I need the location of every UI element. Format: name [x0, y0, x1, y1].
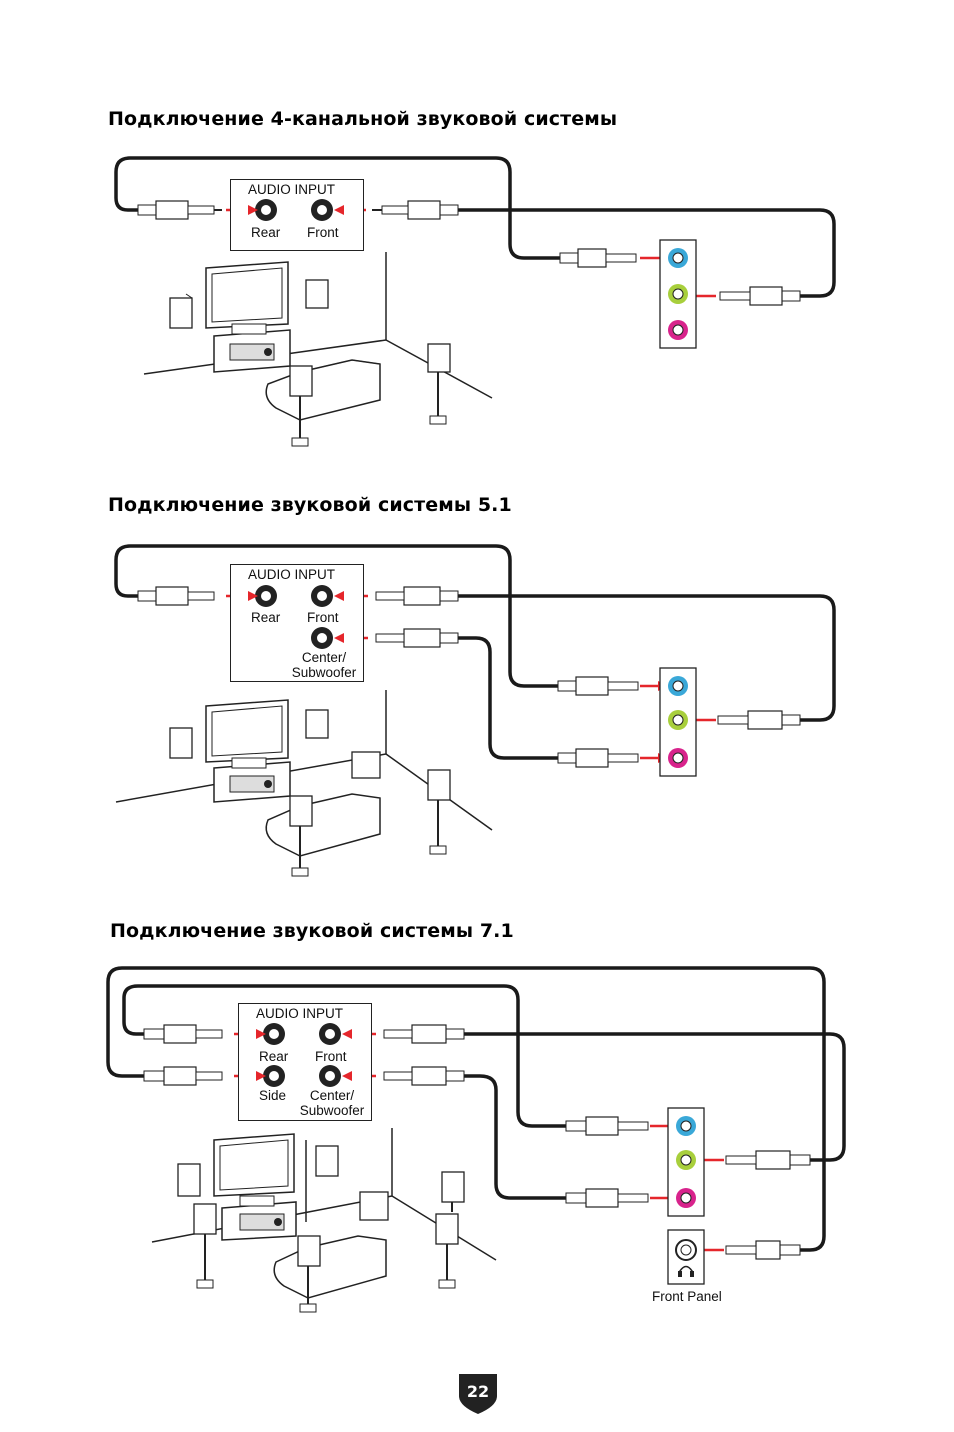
receiver-icon	[213, 323, 291, 373]
front-label: Front	[307, 610, 339, 625]
speaker-icon	[441, 1171, 465, 1212]
section-title-71: Подключение звуковой системы 7.1	[110, 920, 514, 942]
speaker-icon	[351, 751, 381, 779]
speaker-icon	[289, 795, 313, 877]
audio-input-label: AUDIO INPUT	[248, 182, 336, 197]
receiver-icon	[221, 1195, 297, 1241]
receiver-icon	[213, 757, 291, 803]
audio-input-label: AUDIO INPUT	[256, 1006, 344, 1021]
page-number: 22	[466, 1382, 490, 1401]
speaker-icon	[169, 727, 193, 759]
speaker-icon	[297, 1235, 321, 1313]
sofa-icon	[265, 359, 381, 421]
audio-input-label: AUDIO INPUT	[248, 567, 336, 582]
rear-label: Rear	[251, 610, 281, 625]
audio-input-box	[230, 564, 364, 682]
headphone-icon	[678, 1265, 694, 1277]
audio-plug	[137, 200, 222, 220]
rear-label: Rear	[259, 1049, 289, 1064]
page-number-badge	[459, 1374, 497, 1414]
audio-input-box	[238, 1003, 372, 1121]
center-subwoofer-label: Center/ Subwoofer	[291, 650, 357, 680]
front-panel-label: Front Panel	[652, 1289, 722, 1304]
tv-icon	[205, 699, 289, 763]
sofa-icon	[265, 793, 381, 857]
diagram-71: AUDIO INPUT Rear Front Side Center/ Subw…	[0, 960, 954, 1320]
speaker-icon	[427, 343, 451, 425]
speaker-icon	[177, 1163, 201, 1197]
side-label: Side	[259, 1088, 287, 1103]
center-subwoofer-label: Center/ Subwoofer	[299, 1088, 365, 1118]
section-title-51: Подключение звуковой системы 5.1	[108, 494, 512, 516]
sofa-icon	[273, 1235, 387, 1299]
speaker-icon	[193, 1203, 217, 1289]
rear-label: Rear	[251, 225, 281, 240]
speaker-icon	[359, 1191, 389, 1221]
diagram-51: AUDIO INPUT Rear Front Center/ Subwoofer	[0, 530, 954, 900]
tv-icon	[213, 1133, 295, 1197]
tv-icon	[205, 261, 289, 329]
speaker-icon	[305, 709, 329, 739]
front-label: Front	[307, 225, 339, 240]
section-title-4ch: Подключение 4-канальной звуковой системы	[108, 108, 618, 130]
speaker-icon	[169, 293, 193, 329]
diagram-4ch: AUDIO INPUT Rear Front	[0, 0, 954, 470]
speaker-icon	[289, 365, 313, 447]
speaker-icon	[315, 1145, 339, 1177]
front-label: Front	[315, 1049, 347, 1064]
speaker-icon	[435, 1213, 459, 1289]
speaker-icon	[427, 769, 451, 855]
audio-plug	[372, 200, 459, 220]
speaker-icon	[305, 279, 329, 309]
audio-input-box	[230, 179, 364, 251]
